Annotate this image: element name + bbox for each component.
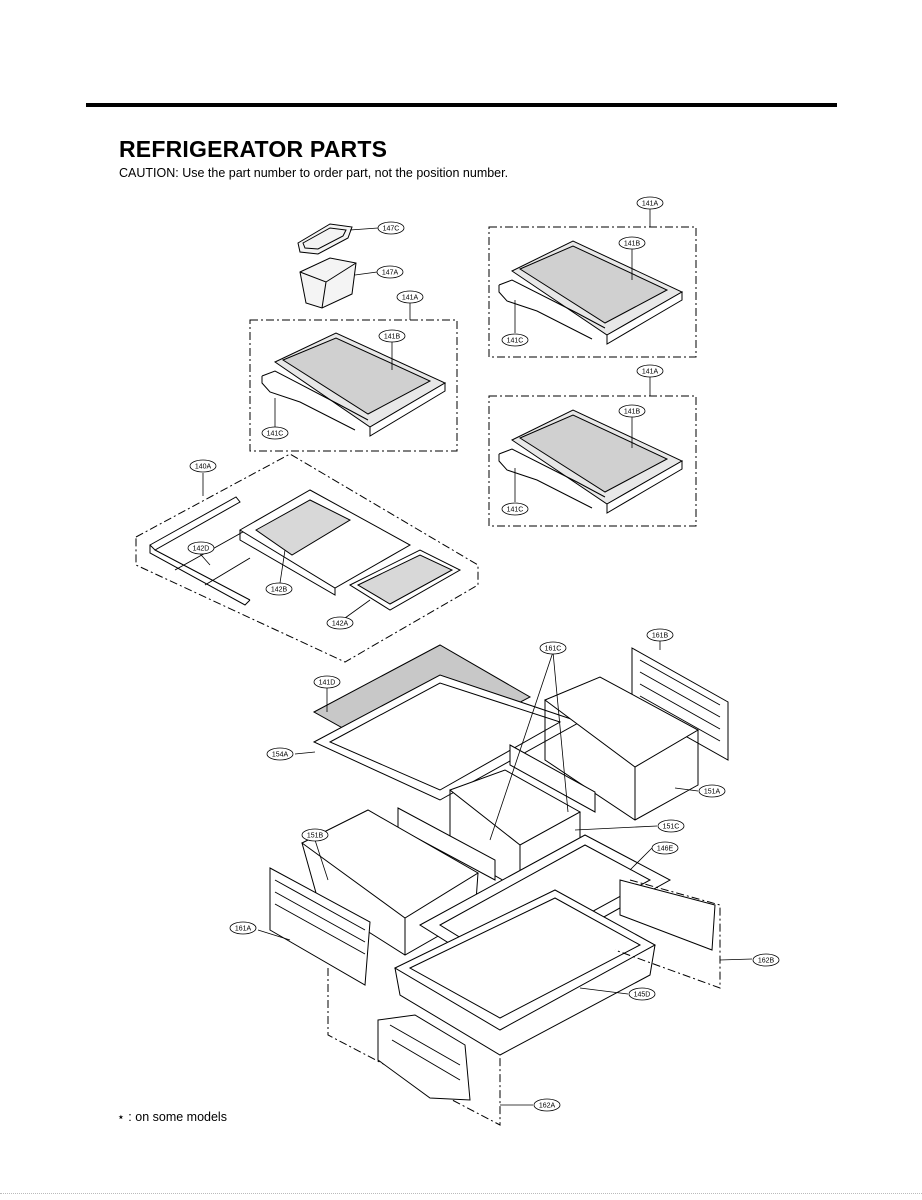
callout-140a: 140A — [189, 459, 217, 473]
callout-141c-right-bottom: 141C — [501, 502, 529, 516]
callout-141a-left: 141A — [396, 290, 424, 304]
shelf-group-box-right-bottom — [488, 395, 697, 527]
callout-151a: 151A — [698, 784, 726, 798]
svg-text:141B: 141B — [624, 409, 641, 416]
svg-text:141C: 141C — [507, 338, 524, 345]
svg-text:145D: 145D — [634, 992, 651, 999]
part-142a-shelf — [348, 549, 462, 611]
callout-145d: 145D — [628, 987, 656, 1001]
svg-text:147A: 147A — [382, 270, 399, 277]
shelf-group-box-right-top — [488, 226, 697, 358]
caution-note: CAUTION: Use the part number to order pa… — [119, 166, 509, 180]
svg-text:151A: 151A — [704, 789, 721, 796]
part-151b-drawer — [301, 809, 479, 956]
svg-text:141B: 141B — [624, 241, 641, 248]
svg-text:141C: 141C — [507, 507, 524, 514]
svg-text:146E: 146E — [657, 846, 674, 853]
svg-text:162A: 162A — [539, 1103, 556, 1110]
part-162a-rail — [377, 1014, 471, 1101]
part-shelf-right-top — [498, 240, 684, 345]
svg-text:141A: 141A — [642, 201, 659, 208]
svg-text:142D: 142D — [193, 546, 210, 553]
callout-161c: 161C — [539, 641, 567, 655]
callout-labels: 147C 147A 141A 141B 141C 141A 141B 141C … — [187, 196, 780, 1112]
callout-141b-right-top: 141B — [618, 236, 646, 250]
svg-text:142B: 142B — [271, 587, 288, 594]
group-162b-box — [614, 879, 721, 989]
header-rule — [86, 103, 837, 107]
page-title: REFRIGERATOR PARTS — [119, 136, 388, 162]
callout-142b: 142B — [265, 582, 293, 596]
part-shelf-right-bottom — [498, 409, 684, 514]
svg-text:141A: 141A — [642, 369, 659, 376]
callout-147c: 147C — [377, 221, 405, 235]
callout-141b-right-bottom: 141B — [618, 404, 646, 418]
callout-162a: 162A — [533, 1098, 561, 1112]
leader-lines — [194, 208, 753, 1106]
callout-141d: 141D — [313, 675, 341, 689]
bottom-divider — [0, 1193, 922, 1196]
part-151a-drawer — [543, 676, 700, 821]
part-161b-divider — [631, 647, 729, 761]
svg-text:162B: 162B — [758, 958, 775, 965]
part-161c-dividers — [397, 744, 596, 881]
callout-151c: 151C — [657, 819, 685, 833]
callout-142a: 142A — [326, 616, 354, 630]
svg-text:142A: 142A — [332, 621, 349, 628]
part-142b-shelf — [239, 489, 412, 596]
svg-text:151B: 151B — [307, 833, 324, 840]
callout-141c-right-top: 141C — [501, 333, 529, 347]
svg-text:147C: 147C — [383, 226, 400, 233]
callout-141a-right-top: 141A — [636, 196, 664, 210]
callout-161a: 161A — [229, 921, 257, 935]
callout-147a: 147A — [376, 265, 404, 279]
svg-text:161C: 161C — [545, 646, 562, 653]
part-147c-lid — [297, 223, 353, 255]
svg-text:151C: 151C — [663, 824, 680, 831]
svg-text:141A: 141A — [402, 295, 419, 302]
svg-text:141C: 141C — [267, 431, 284, 438]
callout-162b: 162B — [752, 953, 780, 967]
svg-text:141D: 141D — [319, 680, 336, 687]
svg-text:141B: 141B — [384, 334, 401, 341]
callout-142d: 142D — [187, 541, 215, 555]
callout-146e: 146E — [651, 841, 679, 855]
svg-text:140A: 140A — [195, 464, 212, 471]
svg-text:154A: 154A — [272, 752, 289, 759]
part-147a-bin — [299, 257, 357, 309]
callout-161b: 161B — [646, 628, 674, 642]
svg-text:161A: 161A — [235, 926, 252, 933]
part-shelf-left — [261, 332, 447, 437]
svg-text:161B: 161B — [652, 633, 669, 640]
callout-154a: 154A — [266, 747, 294, 761]
callout-141c-left: 141C — [261, 426, 289, 440]
shelf-group-box-left — [249, 319, 458, 452]
callout-141a-right-bottom: 141A — [636, 364, 664, 378]
callout-141b-left: 141B — [378, 329, 406, 343]
footnote-some-models: ⋆ : on some models — [117, 1110, 227, 1124]
part-161a-divider — [269, 867, 371, 986]
callout-151b: 151B — [301, 828, 329, 842]
part-162b-rail — [619, 879, 716, 951]
